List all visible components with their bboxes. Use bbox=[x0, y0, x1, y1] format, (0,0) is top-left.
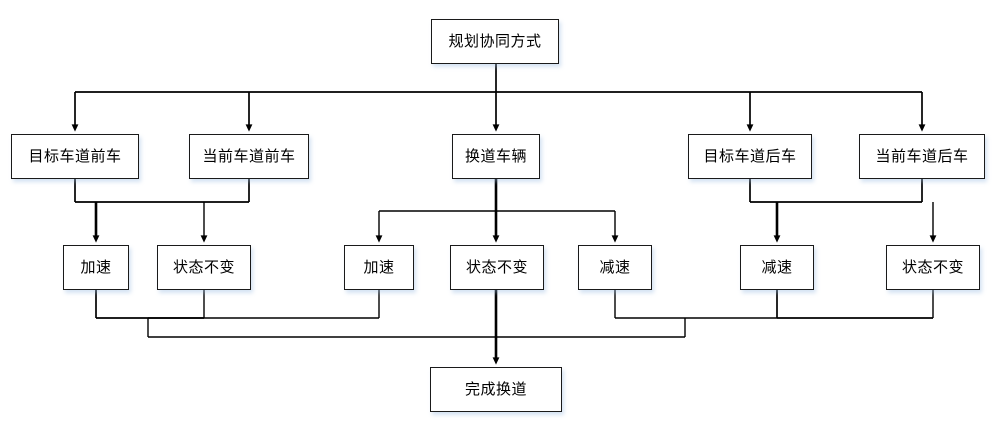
node-a5-label: 当前车道后车 bbox=[875, 147, 969, 165]
node-c5-label: 减速 bbox=[599, 258, 631, 276]
node-c7-label: 状态不变 bbox=[901, 258, 964, 276]
node-c2-label: 状态不变 bbox=[172, 258, 235, 276]
node-action-keep-state-right[interactable]: 状态不变 bbox=[886, 245, 980, 290]
node-result-label: 完成换道 bbox=[464, 380, 527, 398]
node-c4-label: 状态不变 bbox=[465, 258, 528, 276]
node-current-lane-following-vehicle[interactable]: 当前车道后车 bbox=[859, 134, 985, 179]
node-c6-label: 减速 bbox=[761, 258, 793, 276]
node-lane-changing-vehicle[interactable]: 换道车辆 bbox=[452, 134, 540, 179]
node-current-lane-lead-vehicle[interactable]: 当前车道前车 bbox=[189, 134, 309, 179]
node-action-accelerate-left[interactable]: 加速 bbox=[63, 245, 129, 290]
node-action-accelerate-center[interactable]: 加速 bbox=[344, 245, 414, 290]
node-a4-label: 目标车道后车 bbox=[703, 147, 797, 165]
node-target-lane-following-vehicle[interactable]: 目标车道后车 bbox=[688, 134, 812, 179]
node-c3-label: 加速 bbox=[363, 258, 395, 276]
node-c1-label: 加速 bbox=[80, 258, 112, 276]
node-a2-label: 当前车道前车 bbox=[202, 147, 296, 165]
node-lane-change-complete[interactable]: 完成换道 bbox=[430, 367, 562, 412]
node-action-keep-state-center[interactable]: 状态不变 bbox=[450, 245, 544, 290]
node-a1-label: 目标车道前车 bbox=[28, 147, 122, 165]
node-root-label: 规划协同方式 bbox=[448, 32, 542, 50]
node-action-decelerate-center[interactable]: 减速 bbox=[578, 245, 652, 290]
node-root[interactable]: 规划协同方式 bbox=[431, 19, 559, 64]
node-action-keep-state-left[interactable]: 状态不变 bbox=[157, 245, 251, 290]
node-action-decelerate-right[interactable]: 减速 bbox=[740, 245, 814, 290]
node-a3-label: 换道车辆 bbox=[464, 147, 527, 165]
node-target-lane-lead-vehicle[interactable]: 目标车道前车 bbox=[11, 134, 139, 179]
